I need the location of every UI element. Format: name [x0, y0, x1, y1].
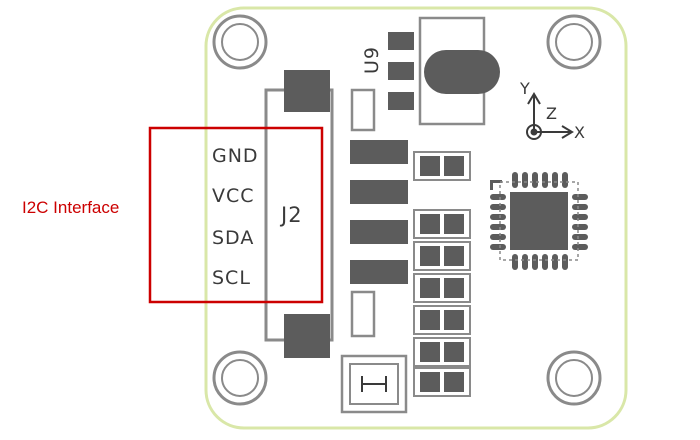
passive-component-1 [413, 151, 471, 181]
interface-caption: I2C Interface [22, 198, 120, 217]
mounting-hole-top-right [546, 14, 602, 70]
passive-component-3 [413, 241, 471, 271]
i2c-highlight-box [148, 126, 324, 304]
pin-label-gnd: GND [212, 145, 259, 167]
axis-label-x: X [574, 123, 585, 142]
sensor-ic-outline [499, 181, 579, 261]
mounting-hole-bottom-left [212, 350, 268, 406]
pin-label-sda: SDA [212, 227, 254, 249]
passive-component-5 [413, 305, 471, 335]
passive-component-2 [413, 209, 471, 239]
connector-ref-label: J2 [279, 203, 303, 227]
passive-component-6 [413, 337, 471, 367]
pin-label-vcc: VCC [212, 185, 255, 207]
passive-component-7 [413, 367, 471, 397]
regulator-u9 [388, 16, 500, 126]
axis-indicator [526, 92, 574, 140]
mounting-hole-bottom-right [546, 350, 602, 406]
passive-component-4 [413, 273, 471, 303]
pin-label-scl: SCL [212, 267, 251, 289]
axis-label-y: Y [519, 79, 530, 98]
regulator-ref-label: U9 [361, 46, 383, 74]
sensor-ic [490, 172, 588, 270]
connector-j2 [264, 70, 408, 358]
axis-label-z: Z [546, 104, 557, 123]
mounting-hole-top-left [212, 14, 268, 70]
solder-jumper [340, 354, 408, 414]
